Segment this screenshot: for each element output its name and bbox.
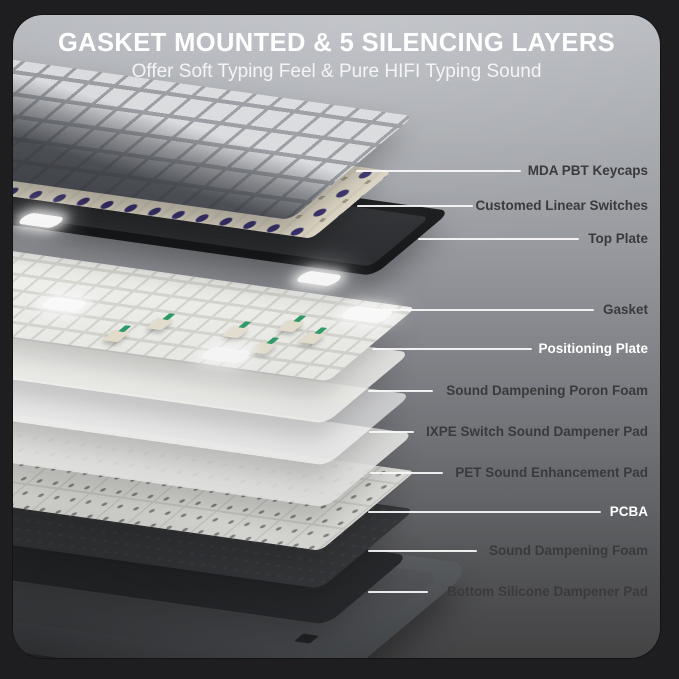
leader-line <box>372 348 532 350</box>
annotation-row: MDA PBT Keycaps <box>13 162 648 180</box>
annotation-label: Bottom Silicone Dampener Pad <box>446 584 648 599</box>
leader-line <box>370 309 594 311</box>
page-title: GASKET MOUNTED & 5 SILENCING LAYERS <box>57 29 616 57</box>
leader-line <box>368 591 428 593</box>
annotation-label: Positioning Plate <box>538 341 648 356</box>
header: GASKET MOUNTED & 5 SILENCING LAYERS Offe… <box>13 28 660 83</box>
annotation-label: Sound Dampening Foam <box>488 543 648 558</box>
annotation-label: Top Plate <box>588 231 648 246</box>
leader-line <box>418 238 579 240</box>
annotation-list: MDA PBT Keycaps Customed Linear Switches… <box>13 15 660 658</box>
annotation-label: MDA PBT Keycaps <box>527 163 648 178</box>
annotation-row: PCBA <box>13 503 648 521</box>
annotation-row: IXPE Switch Sound Dampener Pad <box>13 423 648 441</box>
annotation-row: Sound Dampening Foam <box>13 542 648 560</box>
annotation-row: Top Plate <box>13 230 648 248</box>
annotation-label: Sound Dampening Poron Foam <box>446 383 648 398</box>
annotation-row: PET Sound Enhancement Pad <box>13 464 648 482</box>
annotation-row: Bottom Silicone Dampener Pad <box>13 583 648 601</box>
leader-line <box>357 205 473 207</box>
annotation-row: Sound Dampening Poron Foam <box>13 382 648 400</box>
annotation-row: Customed Linear Switches <box>13 197 648 215</box>
annotation-row: Positioning Plate <box>13 340 648 358</box>
annotation-row: Gasket <box>13 301 648 319</box>
leader-line <box>368 390 433 392</box>
leader-line <box>368 550 477 552</box>
leader-line <box>356 170 521 172</box>
leader-line <box>369 431 414 433</box>
leader-line <box>370 472 443 474</box>
product-infographic-card: GASKET MOUNTED & 5 SILENCING LAYERS Offe… <box>13 15 660 658</box>
annotation-label: IXPE Switch Sound Dampener Pad <box>425 424 648 439</box>
leader-line <box>368 511 601 513</box>
annotation-label: PET Sound Enhancement Pad <box>455 465 648 480</box>
annotation-label: Gasket <box>602 302 648 317</box>
annotation-label: PCBA <box>609 504 648 519</box>
page-subtitle: Offer Soft Typing Feel & Pure HIFI Typin… <box>131 61 542 82</box>
annotation-label: Customed Linear Switches <box>475 198 648 213</box>
